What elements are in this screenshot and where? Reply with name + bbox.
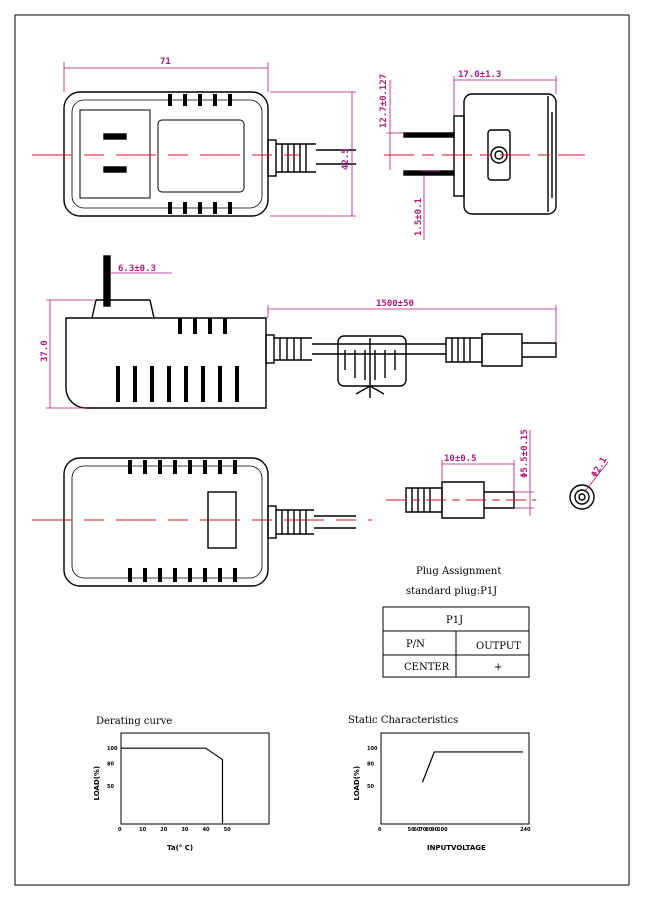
- series-line: [421, 751, 524, 783]
- x-tick-label: 240: [520, 827, 531, 833]
- x-tick-label: 90: [431, 827, 438, 833]
- x-tick-label: 100: [437, 827, 448, 833]
- x-tick-label: 0: [118, 827, 122, 833]
- table-cell: P/N: [406, 639, 425, 650]
- y-tick-label: 100: [367, 746, 378, 752]
- y-tick-label: 80: [367, 761, 374, 767]
- dim-plug-id-label: Φ2.1: [590, 456, 610, 480]
- dim-height-label: 42.5: [341, 148, 351, 170]
- y-tick-label: 50: [107, 784, 114, 790]
- dim-plug-length-label: 10±0.5: [444, 454, 477, 464]
- dim-total-height-label: 37.0: [40, 340, 50, 362]
- profile-view: [65, 255, 557, 409]
- x-tick-label: 0: [378, 827, 382, 833]
- table-cell: CENTER: [404, 662, 450, 673]
- chart-frame: [380, 732, 530, 825]
- dim-plug-length: [441, 460, 515, 492]
- chart-frame: [120, 732, 270, 825]
- dim-depth-label: 17.0±1.3: [458, 70, 501, 80]
- x-axis-label: Ta(° C): [167, 844, 193, 852]
- dim-pin-thickness-label: 1.5±0.1: [414, 198, 424, 236]
- x-tick-label: 30: [181, 827, 188, 833]
- dim-cable-length: [267, 305, 557, 343]
- plug-assignment-table: [382, 606, 530, 678]
- table-header: P1J: [446, 615, 463, 626]
- dim-depth: [453, 76, 557, 116]
- bottom-view: [63, 457, 356, 587]
- chart-title: Derating curve: [96, 716, 172, 727]
- x-tick-label: 40: [203, 827, 210, 833]
- dim-pin-thickness: [420, 170, 440, 240]
- dim-height: [270, 91, 356, 217]
- dim-pin-width-label: 6.3±0.3: [118, 264, 156, 274]
- side-view: [403, 93, 557, 215]
- x-tick-label: 50: [408, 827, 415, 833]
- x-axis-label: INPUTVOLTAGE: [427, 844, 486, 852]
- dim-pin-length-label: 12.7±0.127: [379, 74, 389, 128]
- series-line: [121, 747, 224, 824]
- dim-pin-length: [386, 80, 404, 170]
- y-tick-label: 80: [107, 761, 114, 767]
- x-tick-label: 70: [419, 827, 426, 833]
- dim-width-label: 71: [160, 57, 171, 67]
- x-tick-label: 50: [224, 827, 231, 833]
- dim-total-height: [46, 299, 96, 409]
- chart-title: Static Characteristics: [348, 715, 458, 726]
- plug-assignment-subtitle: standard plug:P1J: [406, 586, 497, 597]
- dim-cable-length-label: 1500±50: [376, 299, 414, 309]
- dim-width: [63, 62, 269, 92]
- sheet-border: [14, 14, 630, 886]
- front-view: [63, 91, 356, 217]
- x-tick-label: 10: [139, 827, 146, 833]
- y-tick-label: 100: [107, 746, 118, 752]
- y-axis-label: LOAD(%): [93, 766, 101, 801]
- x-tick-label: 20: [160, 827, 167, 833]
- dim-plug-od-label: Φ5.5±0.15: [520, 429, 530, 478]
- x-tick-label: 60: [414, 827, 421, 833]
- y-axis-label: LOAD(%): [353, 766, 361, 801]
- table-cell: +: [494, 662, 502, 673]
- plug-assignment-title: Plug Assignment: [416, 566, 501, 577]
- dim-plug-od: [514, 430, 534, 516]
- table-cell: OUTPUT: [476, 641, 521, 652]
- x-tick-label: 80: [425, 827, 432, 833]
- dim-plug-id: [585, 461, 609, 491]
- y-tick-label: 50: [367, 784, 374, 790]
